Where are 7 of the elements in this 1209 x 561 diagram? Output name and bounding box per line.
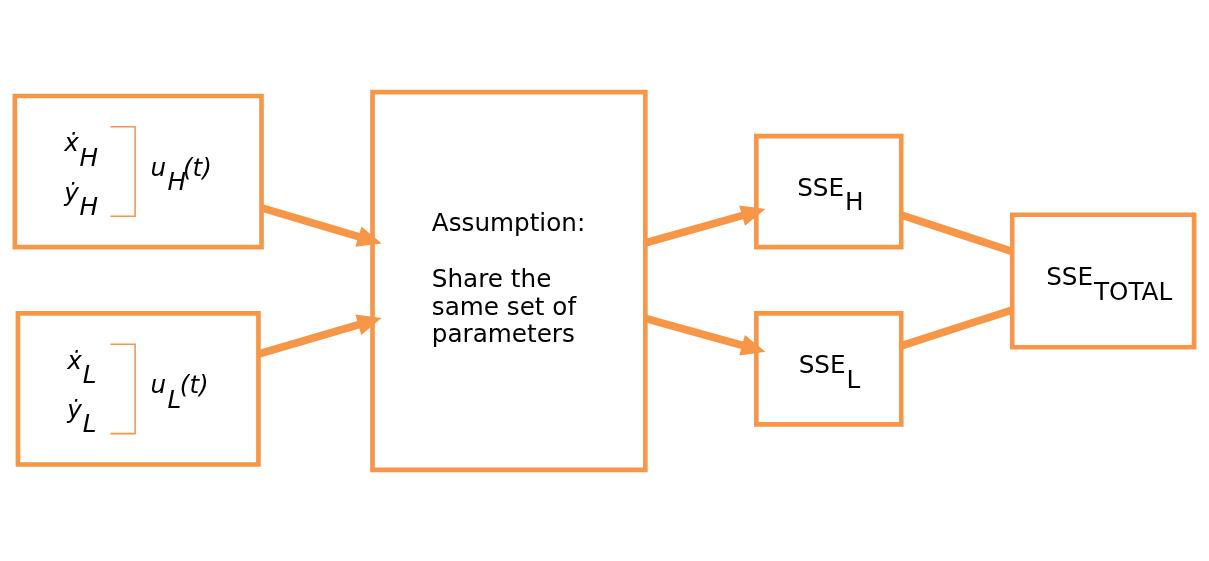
connector <box>900 305 1014 349</box>
arrow <box>257 314 382 358</box>
arrow <box>260 203 382 247</box>
connector <box>900 210 1014 255</box>
arrow <box>644 204 766 247</box>
arrow <box>644 314 766 355</box>
node-box: Assumption: Share the same set of parameters <box>370 89 648 472</box>
